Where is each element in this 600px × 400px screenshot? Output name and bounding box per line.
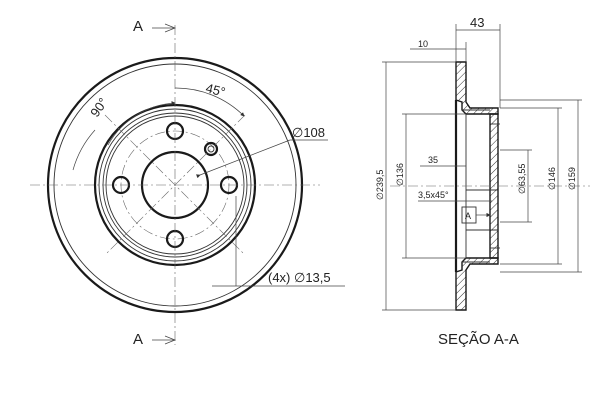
dia-146-label: ∅146 xyxy=(547,167,557,190)
bolt-circle-label: ∅108 xyxy=(292,125,325,140)
locating-hole xyxy=(203,141,219,157)
dim-43-label: 43 xyxy=(470,15,484,30)
dia-159-label: ∅159 xyxy=(567,167,577,190)
angle-45-arc xyxy=(174,87,245,117)
locating-hole-inner xyxy=(207,145,215,153)
section-flange-bottom xyxy=(455,257,499,311)
dim-35-label: 35 xyxy=(428,155,438,165)
section-view: 43 10 35 3,5x45° A ∅239,5 ∅136 ∅63,55 ∅1… xyxy=(375,15,590,348)
dim-10-label: 10 xyxy=(418,39,428,49)
section-marker-top: A xyxy=(133,18,143,35)
chamfer-label: 3,5x45° xyxy=(418,190,449,200)
bolt-circle-leader xyxy=(195,139,291,179)
section-title: SEÇÃO A-A xyxy=(438,331,519,348)
holes-note-label: (4x) ∅13,5 xyxy=(268,270,331,285)
section-arrow-top-head xyxy=(164,23,176,33)
section-arrow-bottom-head xyxy=(164,335,176,345)
angle-90-arc-ext xyxy=(72,129,96,171)
dia-63-55-label: ∅63,55 xyxy=(517,164,527,194)
angle-90-arc xyxy=(107,101,176,146)
dia-239-5-label: ∅239,5 xyxy=(375,170,385,200)
dia-136-label: ∅136 xyxy=(395,163,405,186)
section-flange-top xyxy=(455,61,499,115)
diagonal-centerline-2 xyxy=(104,114,246,256)
section-marker-bottom: A xyxy=(133,331,143,348)
angle-45-label: 45° xyxy=(204,80,227,99)
front-view: A A 45° 90° ∅108 (4x) ∅13,5 xyxy=(30,18,345,348)
detail-marker-label: A xyxy=(465,211,471,221)
